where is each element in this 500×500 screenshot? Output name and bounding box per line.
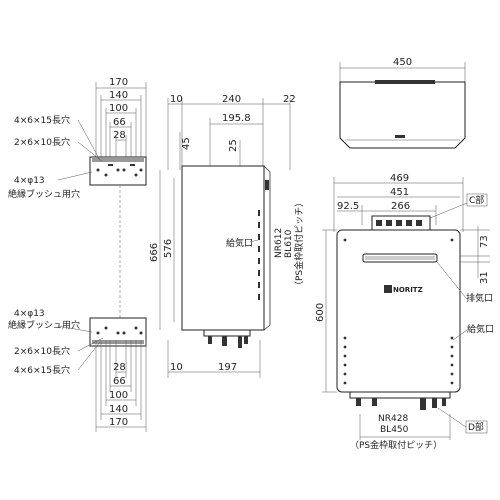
- side-body: [181, 165, 265, 331]
- front-h31: 31: [479, 271, 490, 284]
- front-w451: 451: [390, 187, 409, 198]
- top-hole3-label: 4×φ13: [14, 176, 45, 186]
- front-w469: 469: [390, 173, 409, 184]
- top-bracket-group: 170 140 100 66 28 4×6×15長穴 2×6×10長穴 4×φ1…: [8, 77, 147, 200]
- front-c-label: C部: [469, 194, 484, 206]
- side-h576: 576: [163, 239, 174, 258]
- front-exhaust-slot: [362, 253, 438, 263]
- top-view-group: 450: [339, 57, 466, 149]
- front-intake-vents: [343, 238, 454, 385]
- side-vent-slots: [258, 210, 260, 300]
- side-pitch: （PS金枠取付ピッチ）: [293, 198, 305, 290]
- side-d197: 197: [218, 362, 237, 373]
- side-d195: 195.8: [222, 113, 251, 124]
- front-h73: 73: [479, 235, 490, 248]
- side-d25: 25: [228, 139, 239, 152]
- bottom-bracket-group: 28 66 100 140 170 4×φ13 絶縁ブッシュ用穴 2×6×10長…: [8, 309, 147, 432]
- front-nr428: NR428: [378, 414, 408, 424]
- bottom-w66: 66: [113, 376, 126, 387]
- front-w266: 266: [391, 201, 410, 212]
- side-pipes: [203, 329, 251, 348]
- front-h600: 600: [315, 303, 326, 322]
- top-hole1-label: 4×6×15長穴: [14, 114, 70, 126]
- front-brand: NORITZ: [393, 286, 423, 294]
- bottom-w100: 100: [109, 390, 128, 401]
- bottom-bush-label: 絶縁ブッシュ用穴: [8, 319, 80, 331]
- front-view-group: 469 451 92.5 266 C部 NORITZ 73: [315, 173, 494, 451]
- side-bl610: BL610: [284, 229, 294, 258]
- bottom-w170: 170: [109, 417, 128, 428]
- bottom-hole3-label: 4×φ13: [14, 309, 45, 319]
- top-bush-label: 絶縁ブッシュ用穴: [8, 188, 80, 200]
- top-w66: 66: [113, 117, 126, 128]
- bottom-w140: 140: [109, 404, 128, 415]
- side-d10: 10: [170, 94, 183, 105]
- front-exhaust-label: 排気口: [466, 292, 493, 304]
- side-h666: 666: [149, 243, 160, 262]
- side-view-group: 10 240 22 195.8 45 25 666 576: [149, 94, 305, 378]
- top-w140: 140: [109, 90, 128, 101]
- top-view-body: [339, 81, 466, 149]
- side-d22: 22: [283, 94, 296, 105]
- side-d10b: 10: [170, 362, 183, 373]
- side-nr612: NR612: [274, 228, 284, 258]
- side-d45: 45: [181, 137, 192, 150]
- side-d240: 240: [222, 94, 241, 105]
- front-w92: 92.5: [337, 201, 359, 212]
- top-w450: 450: [393, 57, 412, 68]
- top-hole2-label: 2×6×10長穴: [14, 136, 70, 148]
- front-bl450: BL450: [380, 425, 409, 435]
- front-d-label: D部: [468, 421, 484, 433]
- bottom-hole2-label: 2×6×10長穴: [14, 345, 70, 357]
- bottom-hole1-label: 4×6×15長穴: [14, 364, 70, 376]
- top-w28: 28: [113, 130, 126, 141]
- front-pipes: [349, 391, 451, 410]
- front-intake-label: 給気口: [467, 323, 494, 335]
- side-intake-label: 給気口: [226, 237, 253, 249]
- front-pitch: （PS金枠取付ピッチ）: [350, 439, 442, 451]
- top-w170: 170: [109, 77, 128, 88]
- top-w100: 100: [109, 103, 128, 114]
- bottom-w28: 28: [113, 362, 126, 373]
